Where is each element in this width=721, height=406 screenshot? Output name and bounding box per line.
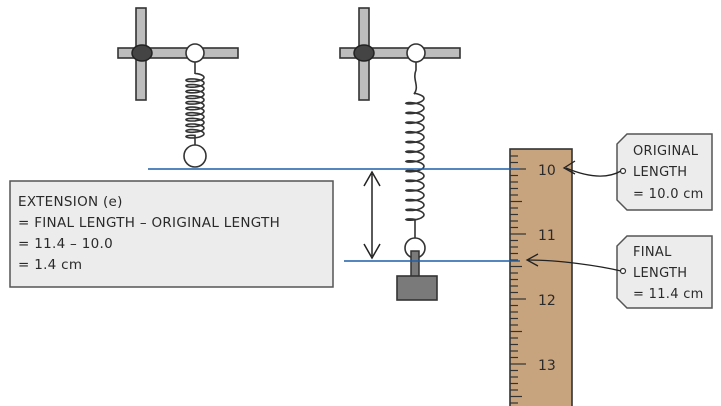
final-tag-line-2: LENGTH [633,266,687,281]
extension-calculation-panel: EXTENSION (e) = FINAL LENGTH – ORIGINAL … [9,180,334,288]
final-tag-line-3: = 11.4 cm [633,287,704,302]
original-tag-line-3: = 10.0 cm [633,187,704,202]
final-tag-line-1: FINAL [633,245,672,260]
ruler-label-11: 11 [538,228,556,244]
calc-line-1: EXTENSION (e) [18,194,123,210]
ruler-label-10: 10 [538,163,556,179]
original-tag-line-2: LENGTH [633,165,687,180]
final-pointer-arrow-icon [525,253,622,272]
original-tag-line-1: ORIGINAL [633,144,699,159]
ruler-label-12: 12 [538,293,556,309]
right-spring-icon [404,62,425,238]
extension-arrow-icon [363,170,381,260]
left-spring-icon [184,62,205,145]
original-pointer-arrow-icon [562,160,622,177]
left-spring-end-ring [183,144,207,168]
original-length-tag: ORIGINAL LENGTH = 10.0 cm [616,133,713,211]
final-length-tag: FINAL LENGTH = 11.4 cm [616,235,713,309]
hanging-mass-icon [396,250,438,301]
calc-line-3: = 11.4 – 10.0 [18,236,113,252]
left-clamp-stand-icon [117,7,239,101]
ruler-ticks [510,155,526,404]
calc-line-2: = FINAL LENGTH – ORIGINAL LENGTH [18,215,280,231]
ruler-label-13: 13 [538,358,556,374]
right-clamp-stand-icon [339,7,461,101]
calc-line-4: = 1.4 cm [18,257,82,273]
metre-ruler: 10 11 12 13 [509,148,573,406]
